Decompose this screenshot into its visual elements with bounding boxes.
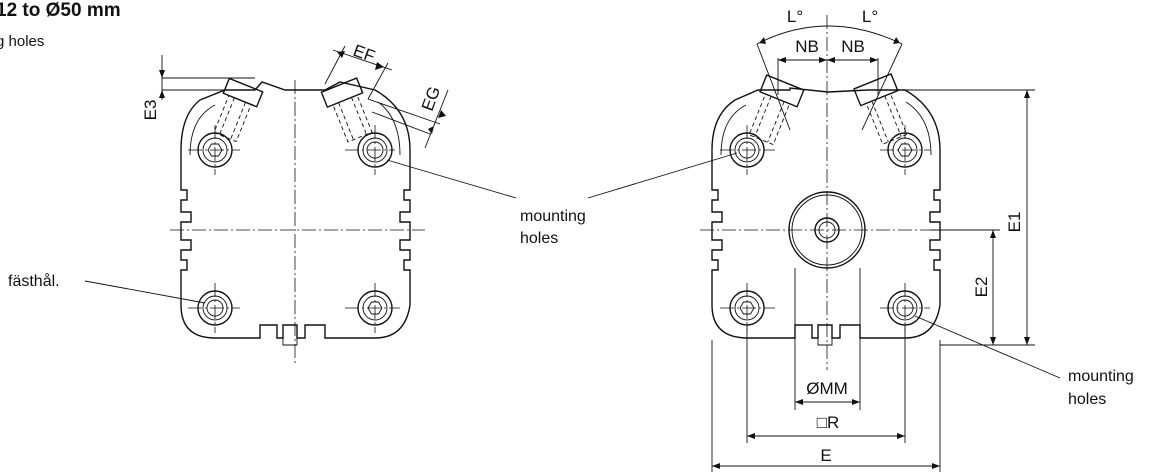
- dim-l-left-label: L°: [787, 7, 803, 26]
- left-port-plug: [748, 74, 805, 146]
- dim-e2-label: E2: [972, 277, 991, 298]
- callout-mounting-holes: mounting: [1068, 368, 1134, 385]
- page-title: 12 to Ø50 mm: [0, 0, 121, 21]
- callout-fasthal: fästhål.: [8, 272, 60, 290]
- dim-mm-label: ØMM: [806, 379, 848, 398]
- dim-l-right-label: L°: [862, 7, 878, 26]
- right-port-plug: [853, 73, 908, 145]
- left-cylinder-view: E3 EF EG mounting holes fästhål.: [8, 41, 586, 365]
- dim-r-label: □R: [817, 413, 840, 432]
- dim-e-label: E: [820, 446, 831, 465]
- right-body-outline: [711, 87, 941, 339]
- dim-ef-label: EF: [351, 41, 378, 66]
- dim-e3-label: E3: [141, 100, 160, 121]
- left-port-plug: [213, 77, 264, 143]
- callout-mounting-holes: holes: [520, 230, 558, 247]
- dim-nb-right-label: NB: [841, 37, 865, 56]
- dim-e1-label: E1: [1005, 212, 1024, 233]
- left-body-outline: [180, 81, 411, 339]
- callout-mounting-holes: mounting: [520, 208, 586, 225]
- callout-mounting-holes: holes: [1068, 391, 1106, 408]
- right-cylinder-view: L° L° NB NB E1 E2 ØMM □R E mounting moun…: [587, 7, 1134, 472]
- page-subtitle: g holes: [0, 33, 45, 50]
- dim-nb-left-label: NB: [795, 37, 819, 56]
